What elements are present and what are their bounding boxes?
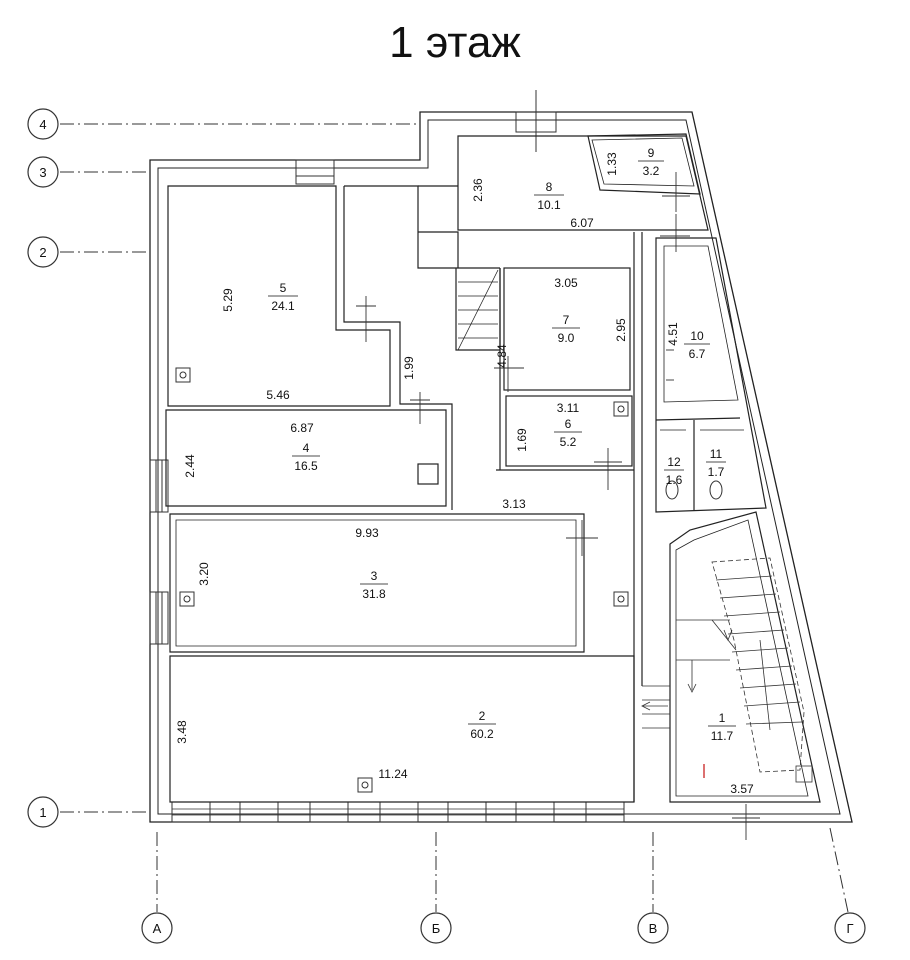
room-5-number: 5 [280, 281, 287, 295]
room-10-label: 10 6.7 [684, 329, 710, 361]
dim-5-29: 5.29 [221, 288, 235, 312]
room-7-number: 7 [563, 313, 570, 327]
room-6-number: 6 [565, 417, 572, 431]
room-12-number: 12 [667, 455, 681, 469]
room-10-number: 10 [690, 329, 704, 343]
room-3-area: 31.8 [362, 587, 386, 601]
axis-label-g: Г [846, 921, 853, 936]
room-12-area: 1.6 [666, 473, 683, 487]
room-3-number: 3 [371, 569, 378, 583]
room-1-area: 11.7 [711, 729, 734, 743]
axis-label-2: 2 [39, 245, 46, 260]
axis-label-a: А [153, 921, 162, 936]
dim-5-46: 5.46 [266, 388, 290, 402]
room-8-label: 8 10.1 [534, 180, 564, 212]
dim-3-11: 3.11 [557, 401, 580, 415]
dim-1-33: 1.33 [605, 152, 619, 176]
dim-3-20: 3.20 [197, 562, 211, 586]
room-1-number: 1 [719, 711, 726, 725]
room-11-area: 1.7 [708, 465, 725, 479]
dim-4-51: 4.51 [666, 322, 680, 346]
dim-6-87: 6.87 [290, 421, 314, 435]
room-labels: 5 24.1 4 16.5 3 31.8 2 60.2 8 10.1 9 3.2 [268, 146, 736, 743]
axis-line-g [829, 827, 849, 913]
room-4-area: 16.5 [294, 459, 318, 473]
axis-label-b: Б [432, 921, 441, 936]
dim-2-95: 2.95 [614, 318, 628, 342]
room-2-area: 60.2 [470, 727, 494, 741]
room-11-number: 11 [710, 447, 723, 461]
axis-marker-1: 1 [27, 796, 59, 828]
room-5-area: 24.1 [271, 299, 295, 313]
axis-marker-3: 3 [27, 156, 59, 188]
dim-3-57: 3.57 [730, 782, 754, 796]
room-8-area: 10.1 [537, 198, 561, 212]
room-8-number: 8 [546, 180, 553, 194]
room-9-label: 9 3.2 [638, 146, 664, 178]
axis-marker-a: А [141, 912, 173, 944]
axis-label-v: В [649, 921, 658, 936]
room-9-area: 3.2 [643, 164, 660, 178]
outer-walls [149, 111, 853, 823]
room-6-label: 6 5.2 [554, 417, 582, 449]
room-2-number: 2 [479, 709, 486, 723]
axis-marker-b: Б [420, 912, 452, 944]
floor-title: 1 этаж [389, 18, 521, 67]
room-7-label: 7 9.0 [552, 313, 580, 345]
room-6-area: 5.2 [560, 435, 577, 449]
dim-3-13: 3.13 [502, 497, 526, 511]
axis-marker-v: В [637, 912, 669, 944]
axis-markers: 4 3 2 1 А Б В Г [27, 108, 866, 944]
axis-label-3: 3 [39, 165, 46, 180]
axis-lines [60, 123, 849, 913]
axis-label-4: 4 [39, 117, 46, 132]
dim-2-44: 2.44 [183, 454, 197, 478]
room-3-label: 3 31.8 [360, 569, 388, 601]
room-4-number: 4 [303, 441, 310, 455]
dim-4-84: 4.84 [495, 344, 509, 368]
room-4-label: 4 16.5 [292, 441, 320, 473]
main-stair [641, 557, 813, 783]
dim-1-69: 1.69 [515, 428, 529, 452]
axis-label-1: 1 [39, 805, 46, 820]
fixtures [175, 367, 723, 793]
room-1-label: 1 11.7 [708, 711, 736, 743]
dim-6-07: 6.07 [570, 216, 594, 230]
room-2-label: 2 60.2 [468, 709, 496, 741]
dim-3-48: 3.48 [175, 720, 189, 744]
interior-walls [165, 133, 821, 803]
dim-2-36: 2.36 [471, 178, 485, 202]
room-11-label: 11 1.7 [706, 447, 726, 479]
room-10-area: 6.7 [689, 347, 706, 361]
door-markers [356, 172, 760, 840]
dim-9-93: 9.93 [355, 526, 379, 540]
room-12-label: 12 1.6 [664, 455, 684, 487]
axis-marker-4: 4 [27, 108, 59, 140]
axis-marker-2: 2 [27, 236, 59, 268]
room-5-label: 5 24.1 [268, 281, 298, 313]
dim-1-99: 1.99 [402, 356, 416, 380]
dim-11-24: 11.24 [378, 767, 407, 781]
room-7-area: 9.0 [558, 331, 575, 345]
room-9-number: 9 [648, 146, 655, 160]
axis-marker-g: Г [834, 912, 866, 944]
dim-3-05: 3.05 [554, 276, 578, 290]
dimension-labels: 5.29 5.46 1.99 6.87 2.44 3.13 9.93 3.20 … [175, 152, 754, 796]
